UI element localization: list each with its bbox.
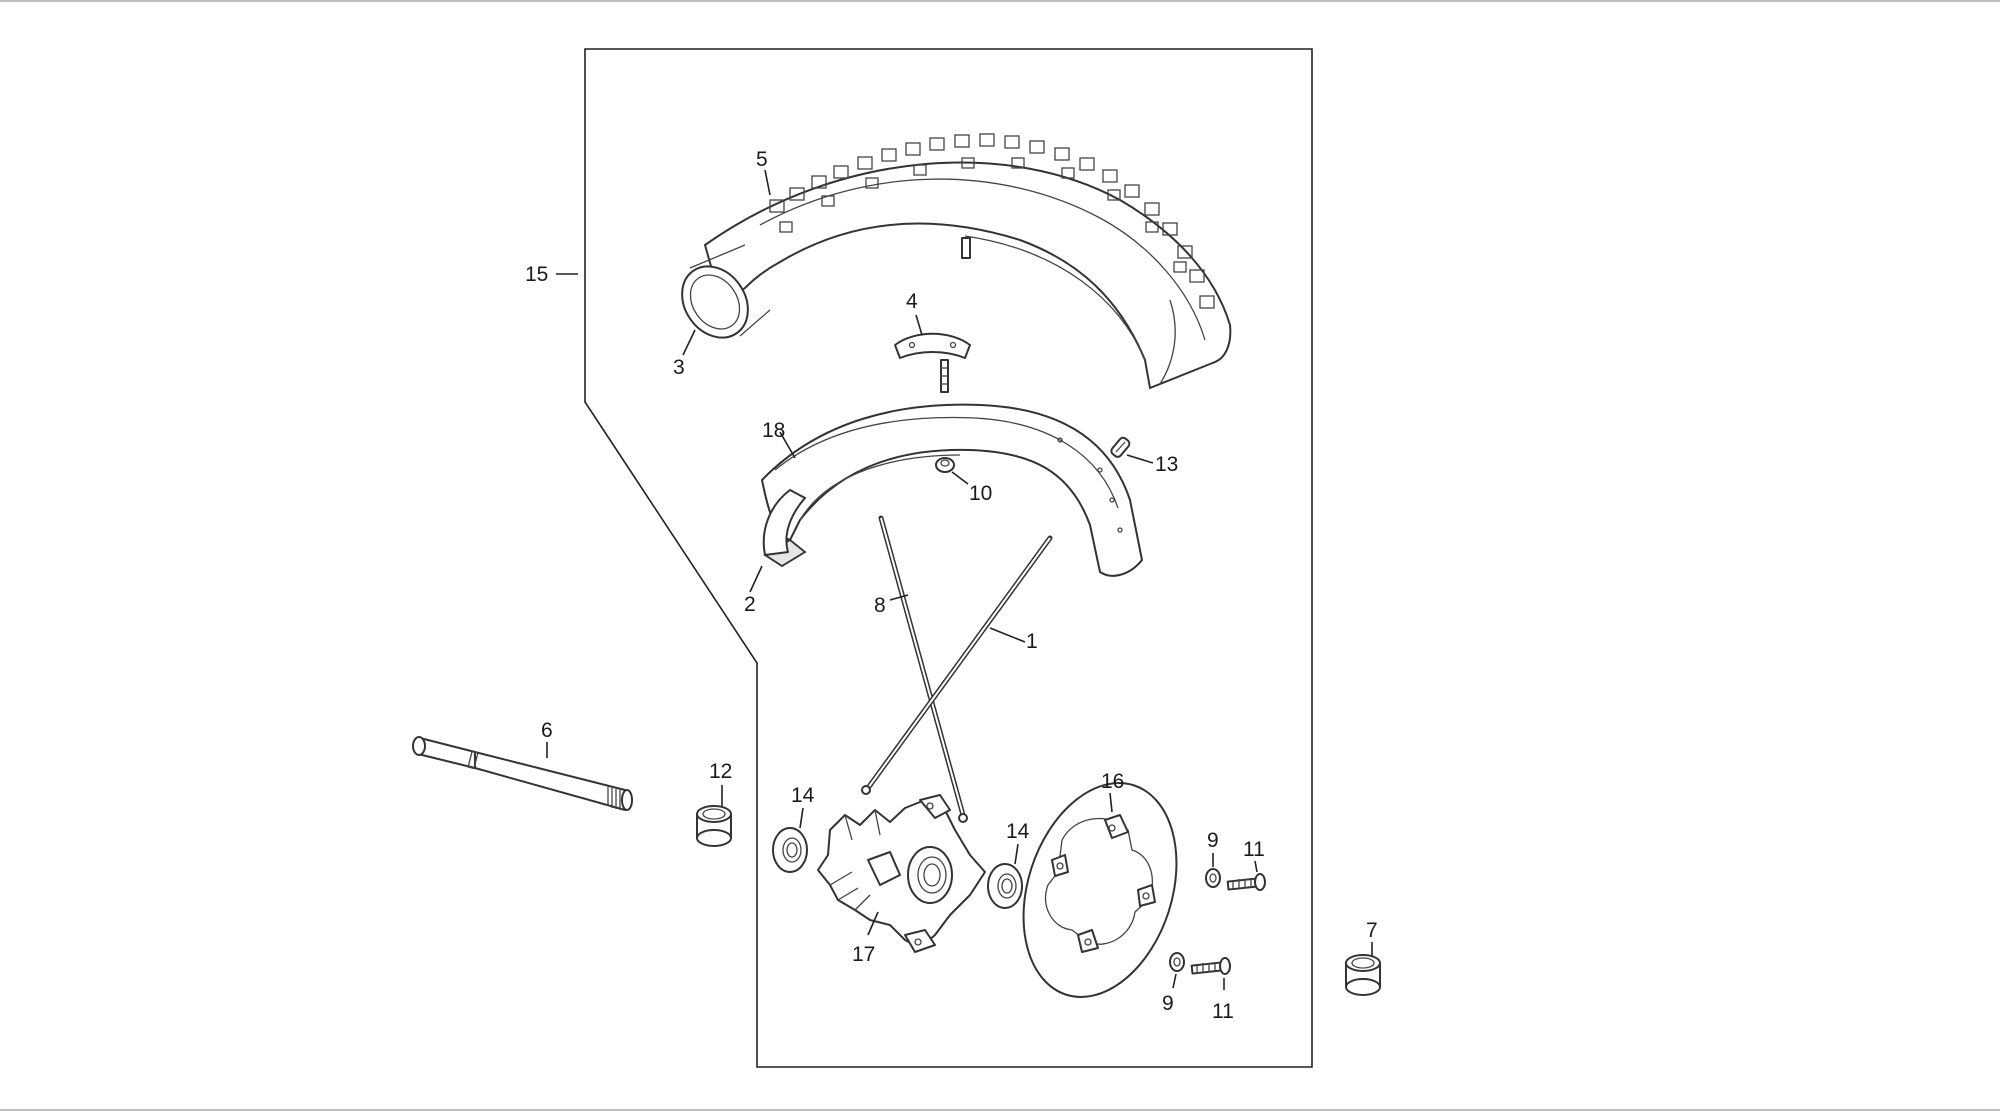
callout-13: 13 xyxy=(1155,453,1178,476)
callout-2: 2 xyxy=(744,593,756,616)
callout-4: 4 xyxy=(906,290,918,313)
leader-18 xyxy=(779,431,796,459)
spacer-left xyxy=(696,805,732,847)
spoke-1 xyxy=(861,535,1053,795)
leader-1 xyxy=(989,627,1026,643)
callout-11-lower: 11 xyxy=(1212,1000,1234,1023)
callout-18: 18 xyxy=(762,419,785,442)
axle xyxy=(412,736,633,811)
tyre xyxy=(704,133,1232,389)
callout-3: 3 xyxy=(673,356,685,379)
leader-13 xyxy=(1126,454,1154,464)
leader-14-right xyxy=(1014,843,1019,865)
valve xyxy=(1110,436,1131,458)
leader-16 xyxy=(1109,792,1113,813)
washer-upper xyxy=(1205,868,1221,888)
rim-tape xyxy=(762,489,807,568)
callout-15: 15 xyxy=(525,263,548,286)
leader-4 xyxy=(915,314,923,336)
callout-14-right: 14 xyxy=(1006,820,1030,843)
leader-2 xyxy=(749,565,763,593)
inner-tube xyxy=(681,244,771,339)
callout-16: 16 xyxy=(1101,770,1124,793)
spacer-right xyxy=(1345,954,1381,996)
brake-disc xyxy=(1022,782,1178,998)
callout-12: 12 xyxy=(709,760,732,783)
callout-14-left: 14 xyxy=(791,784,815,807)
leader-11-upper xyxy=(1254,860,1258,873)
spoke-nipple xyxy=(935,457,955,473)
leader-10 xyxy=(951,471,969,485)
spoke-8 xyxy=(878,515,968,823)
washer-lower xyxy=(1169,952,1185,972)
leader-3 xyxy=(682,329,696,356)
callout-labels: 1 2 3 4 5 6 7 8 9 9 10 11 11 12 13 14 14… xyxy=(525,148,1378,1023)
callout-1: 1 xyxy=(1026,630,1038,653)
bolt-lower xyxy=(1190,957,1231,975)
leader-5 xyxy=(764,169,771,196)
rim xyxy=(761,403,1143,577)
callout-17: 17 xyxy=(852,943,875,966)
callout-11-upper: 11 xyxy=(1243,838,1265,861)
bearing-left xyxy=(772,827,808,873)
hub xyxy=(817,794,986,953)
bolt-upper xyxy=(1226,873,1266,891)
callout-10: 10 xyxy=(969,482,992,505)
callout-9-upper: 9 xyxy=(1207,829,1219,852)
callout-8: 8 xyxy=(874,594,886,617)
bearing-right xyxy=(987,863,1023,909)
leader-14-left xyxy=(799,807,804,829)
tread-blocks xyxy=(769,133,1215,309)
leader-17 xyxy=(867,911,879,936)
leader-8 xyxy=(889,594,909,601)
assembly-outline xyxy=(584,48,1313,1068)
callout-9-lower: 9 xyxy=(1162,992,1174,1015)
callout-5: 5 xyxy=(756,148,768,171)
rim-lock xyxy=(894,332,971,393)
callout-7: 7 xyxy=(1366,919,1378,942)
leader-9-lower xyxy=(1172,973,1177,989)
callout-6: 6 xyxy=(541,719,553,742)
